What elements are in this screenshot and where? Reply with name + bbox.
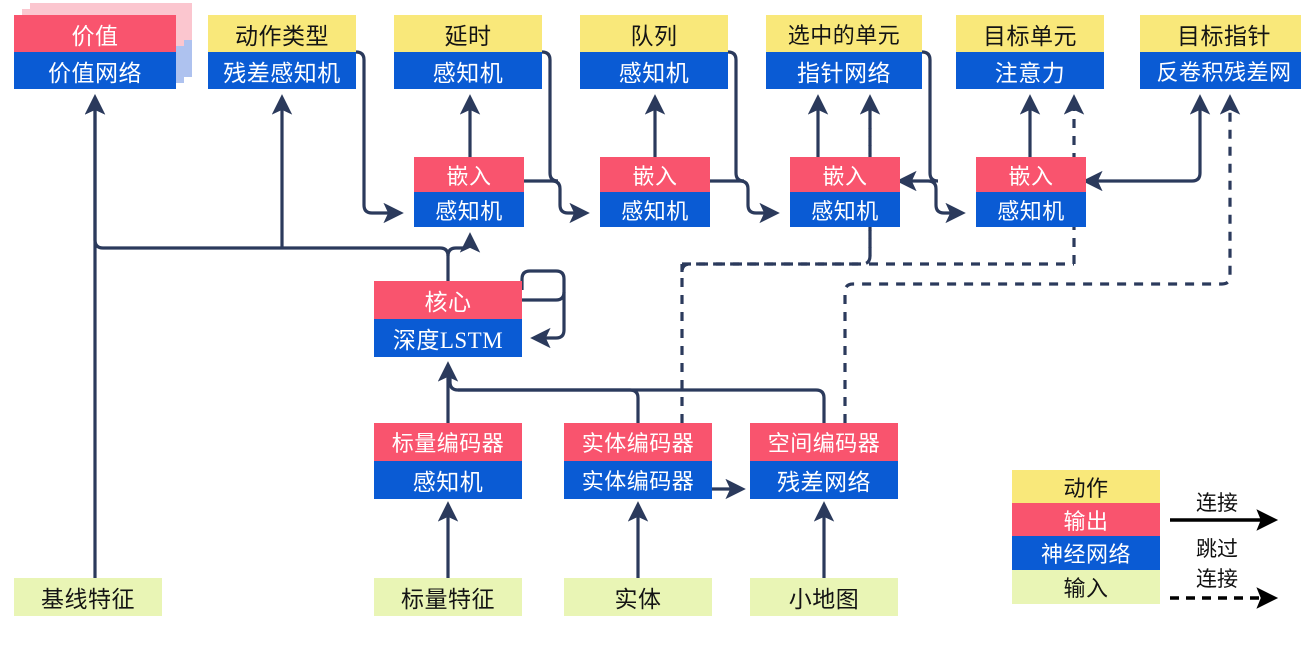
- node-value[interactable]: 价值 价值网络: [14, 15, 176, 89]
- node-target-point[interactable]: 目标指针 反卷积残差网: [1140, 15, 1301, 89]
- legend-swatch-input: 输入: [1012, 570, 1160, 604]
- legend-skip-label-line1: 跳过: [1196, 537, 1238, 561]
- legend-arrows: [1170, 509, 1279, 609]
- node-queue[interactable]: 队列 感知机: [580, 15, 728, 89]
- node-scalar-features-label: 标量特征: [374, 578, 522, 616]
- wire-core-self-loop-up: [520, 269, 566, 302]
- node-selected-units-top-label: 选中的单元: [766, 15, 922, 52]
- node-embed-4-top-label: 嵌入: [976, 157, 1086, 192]
- node-scalar-encoder[interactable]: 标量编码器 感知机: [374, 423, 522, 499]
- node-embed-2-bottom-label: 感知机: [600, 192, 710, 227]
- wire-selected-units-to-embed4-path: [921, 50, 939, 183]
- node-embed-3-bottom-label: 感知机: [790, 192, 900, 227]
- wire-embed2-to-embed3: [710, 179, 780, 224]
- node-core-top-label: 核心: [374, 281, 522, 319]
- node-selected-units[interactable]: 选中的单元 指针网络: [766, 15, 922, 89]
- node-core[interactable]: 核心 深度LSTM: [374, 281, 522, 357]
- node-delay-bottom-label: 感知机: [394, 52, 542, 89]
- wire-skip-spatial-encoder-to-target-point: [843, 94, 1241, 423]
- node-queue-bottom-label: 感知机: [580, 52, 728, 89]
- wire-delay-to-embed2-path: [541, 50, 559, 183]
- wire-core-to-value: [84, 94, 450, 257]
- node-embed-1-bottom-label: 感知机: [414, 192, 524, 227]
- node-target-point-bottom-label: 反卷积残差网: [1140, 52, 1301, 89]
- wire-entity-encoder-to-core: [448, 372, 640, 423]
- node-embed-3-top-label: 嵌入: [790, 157, 900, 192]
- legend-swatch-stack: 动作 输出 神经网络 输入: [1012, 470, 1160, 604]
- node-embed-1[interactable]: 嵌入 感知机: [414, 157, 524, 227]
- node-queue-top-label: 队列: [580, 15, 728, 52]
- node-entity-encoder-bottom-label: 实体编码器: [564, 461, 712, 499]
- legend-swatch-output: 输出: [1012, 503, 1160, 536]
- node-target-point-top-label: 目标指针: [1140, 15, 1301, 52]
- node-minimap[interactable]: 小地图: [750, 578, 898, 616]
- legend-connection-label: 连接: [1196, 491, 1238, 515]
- wire-core-self-loop-return: [530, 292, 566, 349]
- node-spatial-encoder-bottom-label: 残差网络: [750, 461, 898, 499]
- node-selected-units-bottom-label: 指针网络: [766, 52, 922, 89]
- node-entity-encoder-top-label: 实体编码器: [564, 423, 712, 461]
- node-embed-2-top-label: 嵌入: [600, 157, 710, 192]
- node-scalar-features[interactable]: 标量特征: [374, 578, 522, 616]
- wire-queue-to-embed3-path: [727, 50, 745, 183]
- node-entity-encoder[interactable]: 实体编码器 实体编码器: [564, 423, 712, 499]
- node-core-bottom-label: 深度LSTM: [374, 319, 522, 357]
- wire-embed4-to-target-point: [1086, 94, 1211, 183]
- node-spatial-encoder-top-label: 空间编码器: [750, 423, 898, 461]
- node-embed-4-bottom-label: 感知机: [976, 192, 1086, 227]
- wire-core-to-embed1: [446, 232, 481, 257]
- node-embed-3[interactable]: 嵌入 感知机: [790, 157, 900, 227]
- node-minimap-label: 小地图: [750, 578, 898, 616]
- node-baseline-features[interactable]: 基线特征: [14, 578, 162, 616]
- wire-spatial-encoder-to-core: [458, 388, 826, 423]
- node-value-bottom-label: 价值网络: [14, 52, 176, 89]
- node-scalar-encoder-bottom-label: 感知机: [374, 461, 522, 499]
- node-baseline-features-label: 基线特征: [14, 578, 162, 616]
- node-target-unit[interactable]: 目标单元 注意力: [956, 15, 1104, 89]
- wire-embed3-to-embed4: [900, 179, 966, 224]
- node-embed-2[interactable]: 嵌入 感知机: [600, 157, 710, 227]
- node-delay-top-label: 延时: [394, 15, 542, 52]
- node-scalar-encoder-top-label: 标量编码器: [374, 423, 522, 461]
- node-action-type-top-label: 动作类型: [208, 15, 356, 52]
- legend-swatch-action: 动作: [1012, 470, 1160, 503]
- legend-swatch-neural-network: 神经网络: [1012, 536, 1160, 570]
- wire-embed1-to-embed2: [524, 179, 590, 224]
- node-embed-1-top-label: 嵌入: [414, 157, 524, 192]
- node-entities[interactable]: 实体: [564, 578, 712, 616]
- node-delay[interactable]: 延时 感知机: [394, 15, 542, 89]
- legend-skip-label-line2: 连接: [1196, 567, 1238, 591]
- node-embed-4[interactable]: 嵌入 感知机: [976, 157, 1086, 227]
- node-action-type-bottom-label: 残差感知机: [208, 52, 356, 89]
- wire-skip-entity-encoder-to-selected-units: [680, 94, 881, 423]
- node-target-unit-top-label: 目标单元: [956, 15, 1104, 52]
- node-spatial-encoder[interactable]: 空间编码器 残差网络: [750, 423, 898, 499]
- node-action-type[interactable]: 动作类型 残差感知机: [208, 15, 356, 89]
- node-target-unit-bottom-label: 注意力: [956, 52, 1104, 89]
- node-entities-label: 实体: [564, 578, 712, 616]
- node-value-top-label: 价值: [14, 15, 176, 52]
